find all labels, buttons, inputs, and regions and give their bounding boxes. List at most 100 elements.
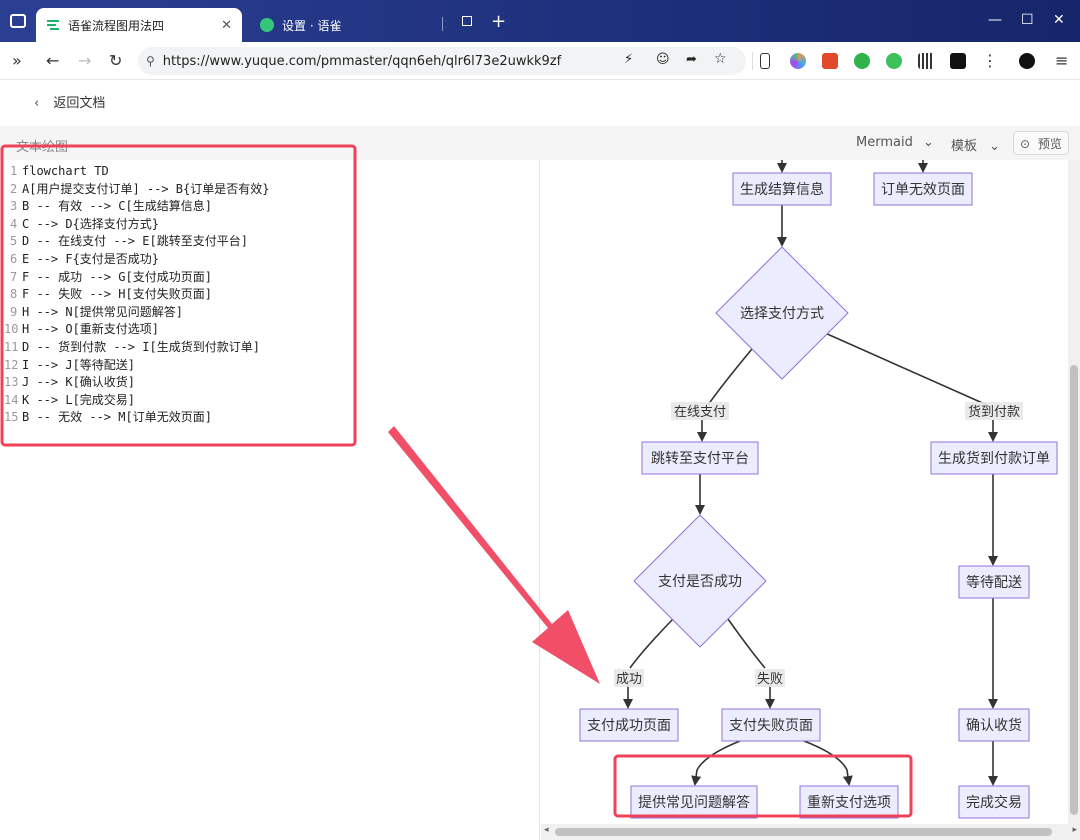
code-text: flowchart TD	[22, 164, 109, 178]
edge-label-text: 货到付款	[968, 404, 1020, 420]
forward-arrow-icon[interactable]: →	[78, 51, 92, 70]
line-number: 2	[10, 181, 18, 196]
minimize-icon[interactable]: —	[988, 12, 1002, 28]
play-circle-icon: ⊙	[1020, 137, 1031, 151]
code-line[interactable]: 3 B -- 有效 --> C[生成结算信息]	[0, 198, 212, 216]
node-label: 订单无效页面	[881, 182, 965, 198]
scroll-thumb[interactable]	[555, 828, 1052, 836]
close-window-icon[interactable]: ✕	[1053, 12, 1065, 28]
tab-yuque-flowchart[interactable]: 语雀流程图用法四 ✕	[36, 8, 242, 42]
pdf-extension-icon[interactable]	[822, 53, 838, 69]
editor-header: 文本绘图 Mermaid ⌄ 模板 ⌄ ⊙ 预览	[0, 126, 1080, 160]
scroll-thumb[interactable]	[1070, 365, 1078, 815]
node-box	[579, 708, 679, 742]
template-select[interactable]: 模板 ⌄	[951, 135, 1000, 154]
flow-edge	[702, 348, 753, 440]
tab-yuque-settings[interactable]: 设置 · 语雀	[250, 8, 430, 42]
site-info-icon[interactable]: ⚲	[146, 54, 155, 68]
line-number: 11	[4, 340, 19, 354]
code-text: F -- 失败 --> H[支付失败页面]	[22, 287, 212, 302]
vertical-scrollbar[interactable]	[1068, 160, 1080, 824]
expand-icon[interactable]: »	[12, 51, 22, 70]
scroll-right-icon[interactable]: ▸	[1072, 825, 1077, 835]
line-number: 3	[10, 199, 18, 214]
horizontal-scrollbar[interactable]: ◂ ▸	[541, 824, 1080, 840]
green-extension-icon[interactable]	[854, 53, 870, 69]
qr-code-icon[interactable]	[918, 53, 934, 69]
renderer-label: Mermaid	[856, 135, 913, 150]
share-icon[interactable]: ➦	[686, 52, 697, 67]
preview-button[interactable]: ⊙ 预览	[1013, 131, 1069, 155]
code-line[interactable]: 8 F -- 失败 --> H[支付失败页面]	[0, 286, 212, 304]
color-extension-icon[interactable]	[790, 53, 806, 69]
phone-icon[interactable]	[760, 53, 770, 69]
yuque-leaf-icon	[260, 18, 274, 32]
chevron-down-icon: ⌄	[989, 139, 1001, 154]
node-label: 支付失败页面	[729, 718, 813, 734]
more-extensions-icon[interactable]: ⋮	[982, 51, 998, 70]
code-text: B -- 无效 --> M[订单无效页面]	[22, 410, 212, 425]
node-diamond	[633, 514, 767, 648]
flow-node-j: 等待配送	[958, 565, 1030, 599]
line-number: 13	[4, 375, 19, 390]
address-bar[interactable]: ⚲ https://www.yuque.com/pmmaster/qqn6eh/…	[138, 47, 746, 75]
close-tab-icon[interactable]: ✕	[221, 17, 232, 33]
node-label: 确认收货	[966, 717, 1022, 734]
line-number: 15	[4, 410, 19, 425]
line-number: 8	[10, 287, 18, 302]
menu-icon[interactable]: ≡	[1055, 51, 1069, 70]
edge-label-text: 在线支付	[674, 405, 726, 420]
maximize-icon[interactable]: ☐	[1021, 12, 1034, 28]
node-label: 完成交易	[966, 794, 1022, 811]
renderer-select[interactable]: Mermaid ⌄	[856, 135, 934, 150]
line-number: 6	[10, 252, 18, 266]
edge-label-cod: 货到付款	[965, 402, 1023, 420]
line-number: 7	[10, 269, 18, 284]
line-number: 12	[4, 357, 19, 372]
code-text: B -- 有效 --> C[生成结算信息]	[22, 199, 212, 214]
sidebar-toggle-icon[interactable]	[10, 14, 26, 28]
node-label: 等待配送	[966, 574, 1022, 591]
edge-label-text: 成功	[616, 672, 642, 687]
flow-node-i: 生成货到付款订单	[930, 441, 1058, 475]
lightning-icon[interactable]: ⚡	[624, 52, 634, 67]
preview-label: 预览	[1037, 137, 1062, 151]
browser-toolbar: » ← → ↻ ⚲ https://www.yuque.com/pmmaster…	[0, 42, 1080, 80]
flow-node-k: 确认收货	[958, 708, 1030, 742]
reload-icon[interactable]: ↻	[109, 51, 123, 70]
line-number: 1	[10, 164, 18, 178]
tab-search-icon[interactable]	[462, 16, 472, 26]
new-tab-button[interactable]: +	[491, 11, 507, 32]
chevron-left-icon: ‹	[34, 96, 40, 111]
node-label: 支付是否成功	[658, 574, 742, 590]
code-text: I --> J[等待配送]	[22, 357, 136, 372]
back-arrow-icon[interactable]: ←	[46, 51, 60, 70]
node-label: 生成货到付款订单	[938, 450, 1050, 467]
robot-icon[interactable]: ☺	[656, 52, 670, 67]
scroll-left-icon[interactable]: ◂	[544, 825, 549, 835]
code-line[interactable]: 1 flowchart TD	[0, 163, 109, 181]
flow-node-f: 支付是否成功	[633, 514, 767, 648]
flow-edge	[824, 332, 993, 440]
edit-extension-icon[interactable]	[950, 53, 966, 69]
sync-extension-icon[interactable]	[886, 53, 902, 69]
profile-avatar-icon[interactable]	[1019, 53, 1035, 69]
template-label: 模板	[951, 139, 978, 154]
flowchart-preview: 生成结算信息订单无效页面选择支付方式跳转至支付平台生成货到付款订单支付是否成功等…	[541, 160, 1068, 824]
node-box	[721, 708, 821, 742]
back-to-doc-link[interactable]: ‹ 返回文档	[34, 92, 105, 111]
bookmark-star-icon[interactable]: ☆	[714, 51, 727, 67]
